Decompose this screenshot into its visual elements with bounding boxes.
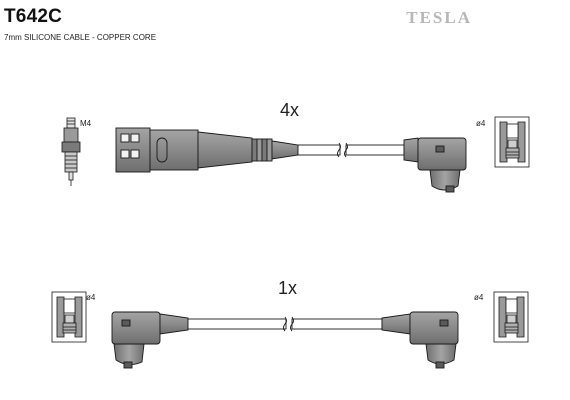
- brand-logo: TESLA: [406, 8, 472, 27]
- spark-plug-icon: [61, 117, 81, 186]
- bottom-left-terminal-label: ø4: [86, 293, 96, 302]
- straight-plug-boot: [115, 127, 299, 173]
- bottom-right-terminal-icon: [493, 291, 529, 343]
- spark-plug-thread-label: M4: [80, 119, 92, 128]
- product-description: 7mm SILICONE CABLE - COPPER CORE: [4, 33, 157, 42]
- top-quantity-label: 4x: [280, 100, 300, 120]
- top-cable: [297, 142, 405, 158]
- angled-plug-boot: [403, 137, 467, 193]
- bottom-right-terminal-label: ø4: [474, 293, 484, 302]
- top-terminal-icon: [494, 116, 530, 168]
- bottom-right-angled-boot: [381, 311, 459, 369]
- top-terminal-label: ø4: [476, 119, 486, 128]
- product-code: T642C: [4, 6, 63, 27]
- bottom-quantity-label: 1x: [278, 278, 298, 298]
- bottom-left-angled-boot: [111, 311, 189, 369]
- bottom-cable: [187, 316, 383, 332]
- bottom-left-terminal-icon: [51, 291, 87, 343]
